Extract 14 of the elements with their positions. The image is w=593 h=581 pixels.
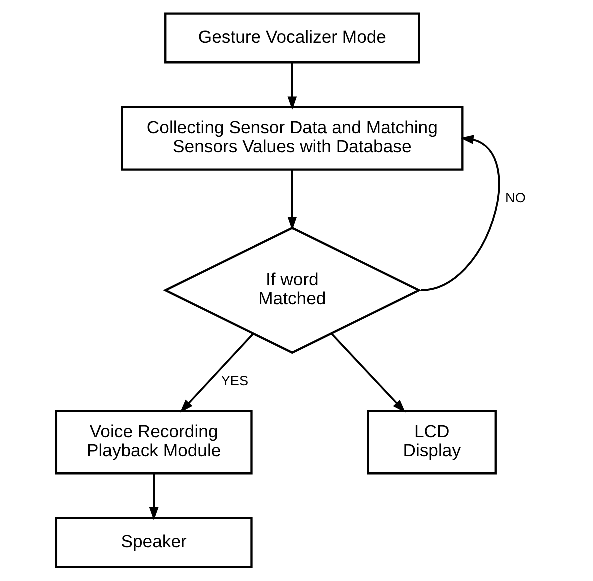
node-box: Voice Recording Playback Module: [55, 410, 253, 475]
node-box: Collecting Sensor Data and Matching Sensors Values with Database: [121, 106, 464, 171]
node-box: LCD Display: [367, 410, 497, 475]
arrow: [421, 135, 500, 292]
arrow: [180, 333, 254, 413]
node-box: Speaker: [55, 517, 253, 568]
edge-label: YES: [221, 373, 248, 388]
edge-label: NO: [506, 190, 526, 206]
node-diamond: If word Matched: [163, 226, 422, 354]
node-box: Gesture Vocalizer Mode: [164, 12, 420, 64]
arrow: [149, 474, 159, 521]
arrow: [331, 333, 406, 413]
arrow: [288, 170, 298, 230]
arrow: [288, 62, 298, 110]
